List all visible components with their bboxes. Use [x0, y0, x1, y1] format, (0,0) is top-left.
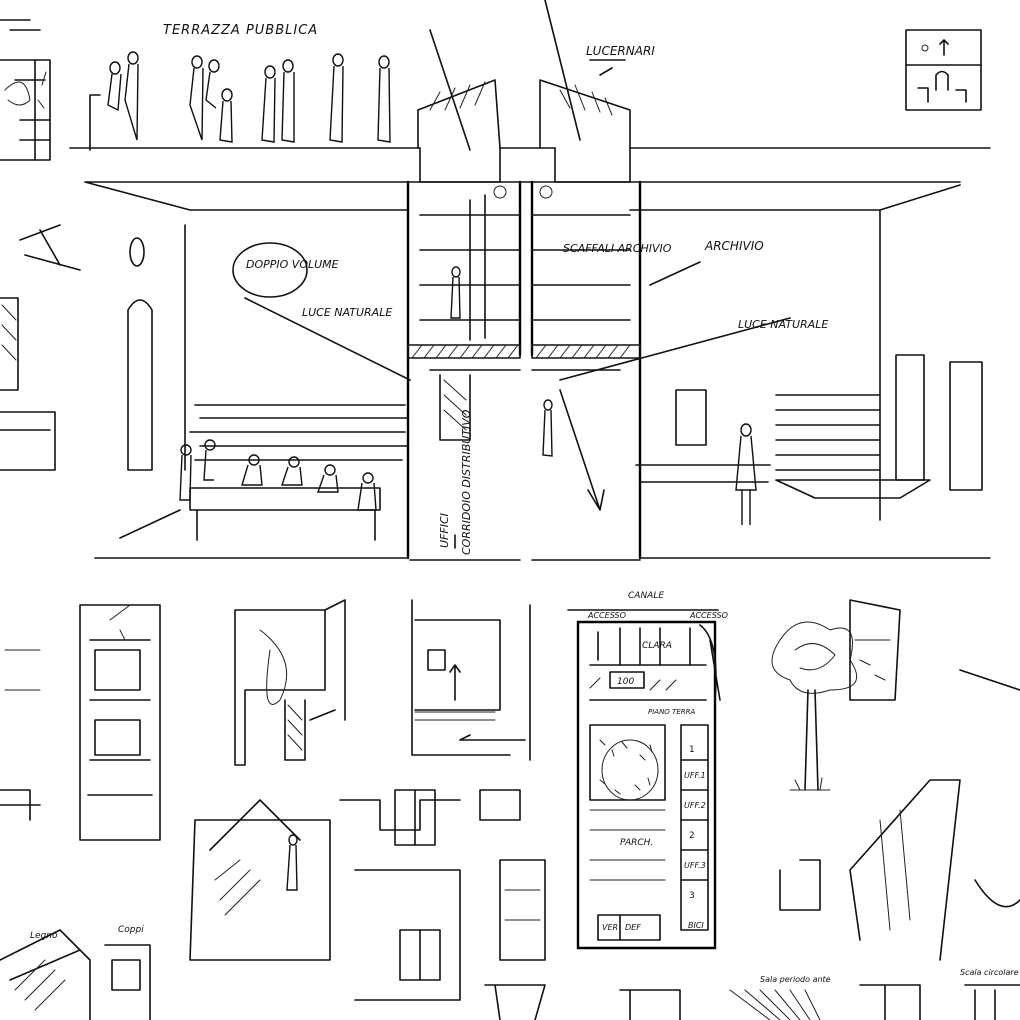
left-double-height-room: DOPPIO VOLUME LUCE NATURALE [94, 224, 411, 559]
label-light-right: LUCE NATURALE [738, 318, 828, 331]
plan-bikes: BICI [688, 921, 704, 930]
tree-sketch [771, 599, 1020, 961]
label-spiral: Scala circolare [960, 968, 1019, 977]
bottom-left-sketches: Legno Coppi [0, 649, 151, 1020]
label-sala: Sala periodo ante [760, 975, 831, 984]
park-label: PARCH. [620, 838, 653, 848]
access-right: ACCESSO [689, 611, 728, 620]
corner-section-sketch [0, 19, 51, 161]
bottom-center-sketches [189, 789, 546, 1001]
plan-label-3: 3 [689, 891, 695, 901]
label-legno: Legno [30, 931, 58, 941]
skylights: LUCERNARI [417, 0, 655, 183]
plan-label-uff2: UFF.2 [684, 801, 706, 810]
terrace-figures: TERRAZZA PUBBLICA [69, 23, 421, 151]
label-double-height: DOPPIO VOLUME [246, 258, 339, 271]
right-archive-room: ARCHIVIO SCAFFALI ARCHIVIO LUCE NATURALE [559, 209, 991, 559]
label-lucernari: LUCERNARI [586, 44, 655, 58]
plan-sketch-3 [411, 599, 531, 761]
central-core: UFFICI CORRIDOIO DISTRIBUTIVO [406, 180, 642, 561]
access-left: ACCESSO [587, 611, 626, 620]
label-coppo: Coppi [118, 925, 144, 935]
plan-label-uff1: UFF.1 [684, 771, 706, 780]
room-100: 100 [617, 677, 634, 687]
label-light-left: LUCE NATURALE [302, 306, 392, 319]
bottom-strip: Sala periodo ante Scala circolare [484, 968, 1020, 1020]
room-large: CLARA [642, 641, 672, 651]
plan-title: CANALE [628, 591, 664, 601]
label-archive: ARCHIVIO [704, 239, 764, 253]
upper-slab [84, 181, 961, 211]
plan-label-1: 1 [689, 745, 695, 755]
elevation-thumbnail [905, 29, 982, 111]
plan-label-uff3: UFF.3 [684, 861, 706, 870]
plan-bottom-left: VER [602, 923, 618, 932]
left-edge-sketches [0, 224, 81, 471]
plan-label-2: 2 [689, 831, 695, 841]
plan-bottom-mid: DEF [625, 923, 641, 932]
label-shelves: SCAFFALI ARCHIVIO [563, 242, 672, 255]
label-terrace: TERRAZZA PUBBLICA [163, 23, 318, 38]
label-distribution: CORRIDOIO DISTRIBUTIVO [460, 409, 473, 555]
bubble-double-height [232, 242, 308, 298]
ground-floor-label: PIANO TERRA [648, 708, 695, 716]
sketch-strip-left [79, 604, 161, 841]
label-offices: UFFICI [438, 513, 451, 548]
plan-sketch-2 [234, 599, 346, 766]
ground-floor-plan: CANALE ACCESSO ACCESSO CLARA 100 PIANO T… [567, 591, 728, 950]
